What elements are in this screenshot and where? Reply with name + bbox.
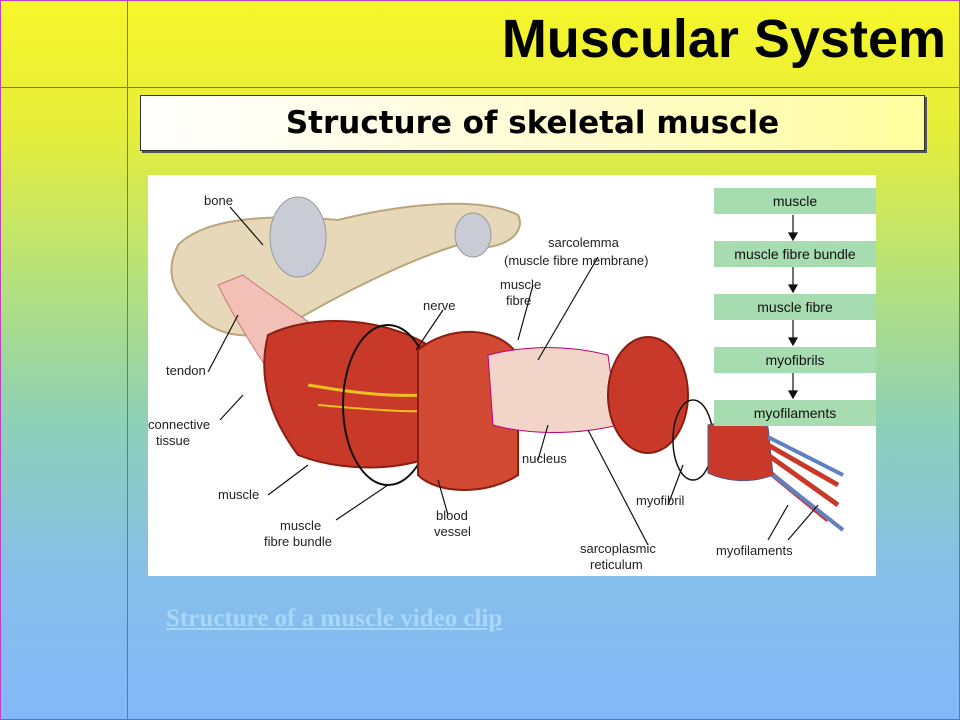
label-blood-vessel: blood xyxy=(436,508,468,523)
label-connective-tissue-2: tissue xyxy=(156,433,190,448)
label-muscle: muscle xyxy=(218,487,259,502)
label-sarcoplasmic-reticulum-2: reticulum xyxy=(590,557,643,572)
myofilament-lines xyxy=(761,442,840,522)
flow-arrows xyxy=(787,215,799,400)
label-sarcolemma: sarcolemma xyxy=(548,235,620,250)
label-muscle-fibre: muscle xyxy=(500,277,541,292)
horizontal-guide-line xyxy=(0,87,960,88)
label-nucleus: nucleus xyxy=(522,451,567,466)
label-sarcolemma-2: (muscle fibre membrane) xyxy=(504,253,649,268)
label-fibre-bundle: muscle xyxy=(280,518,321,533)
flow-step-myofibrils: myofibrils xyxy=(714,347,876,373)
flow-step-muscle-fibre: muscle fibre xyxy=(714,294,876,320)
muscle-fibre-shape xyxy=(487,347,619,433)
label-tendon: tendon xyxy=(166,363,206,378)
label-fibre-bundle-2: fibre bundle xyxy=(264,534,332,549)
muscle-structure-diagram: bone sarcolemma (muscle fibre membrane) … xyxy=(148,175,876,576)
myofibril-shape xyxy=(707,421,774,482)
flow-step-myofilaments: myofilaments xyxy=(714,400,876,426)
subtitle-text: Structure of skeletal muscle xyxy=(285,105,780,141)
label-connective-tissue: connective xyxy=(148,417,210,432)
label-blood-vessel-2: vessel xyxy=(434,524,471,539)
slide-subtitle: Structure of skeletal muscle xyxy=(140,95,925,151)
label-sarcoplasmic-reticulum: sarcoplasmic xyxy=(580,541,656,556)
flow-step-fibre-bundle: muscle fibre bundle xyxy=(714,241,876,267)
myofibril-circle xyxy=(672,399,714,481)
vertical-guide-line xyxy=(127,0,128,720)
leader-lines xyxy=(207,206,819,546)
video-clip-link[interactable]: Structure of a muscle video clip xyxy=(166,605,503,632)
label-nerve: nerve xyxy=(423,298,456,313)
cartilage-shape-2 xyxy=(454,212,492,258)
label-myofibril: myofibril xyxy=(636,493,685,508)
label-myofilaments: myofilaments xyxy=(716,543,793,558)
flow-step-muscle: muscle xyxy=(714,188,876,214)
cartilage-shape xyxy=(269,196,327,278)
fibre-end-shape xyxy=(607,336,689,454)
label-bone: bone xyxy=(204,193,233,208)
slide-title: Muscular System xyxy=(501,9,946,69)
label-muscle-fibre-2: fibre xyxy=(506,293,531,308)
diagram-illustration: bone sarcolemma (muscle fibre membrane) … xyxy=(148,193,845,572)
